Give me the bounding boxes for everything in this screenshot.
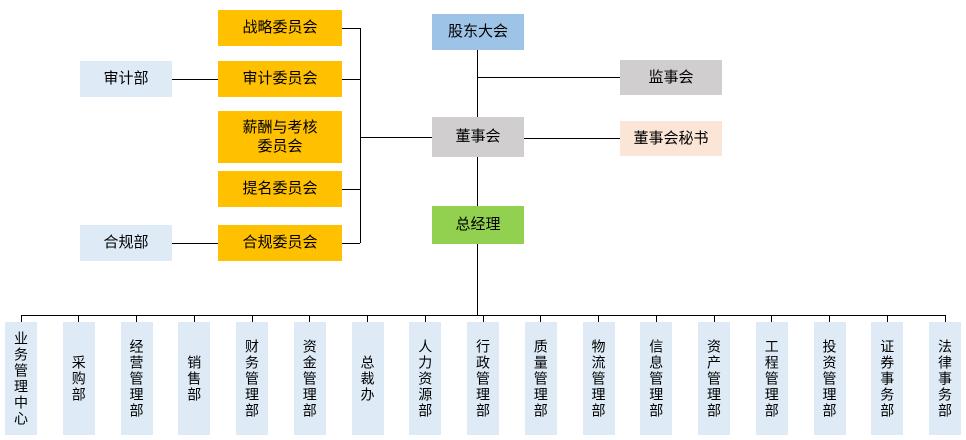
department-cell: 物流管理部 xyxy=(582,315,615,435)
box-compliance-committee: 合规委员会 xyxy=(218,225,342,261)
connector-tick xyxy=(886,315,888,322)
department-box: 质量管理部 xyxy=(524,322,557,435)
department-box: 业务管理中心 xyxy=(5,322,37,435)
connector-tick xyxy=(713,315,715,322)
compliance-dept-connector-line xyxy=(172,243,218,244)
connector-tick xyxy=(309,315,311,322)
connector-tick xyxy=(944,315,946,322)
box-supervisory-board: 监事会 xyxy=(620,60,722,95)
connector-tick xyxy=(655,315,657,322)
department-box: 行政管理部 xyxy=(467,322,499,435)
department-cell: 质量管理部 xyxy=(524,315,557,435)
department-cell: 人力资源部 xyxy=(409,315,442,435)
connector-tick xyxy=(424,315,426,322)
connector-tick xyxy=(829,315,830,322)
department-cell: 销售部 xyxy=(178,315,211,435)
strategy-connector-line xyxy=(342,28,360,29)
department-cell: 行政管理部 xyxy=(467,315,499,435)
department-cell: 信息管理部 xyxy=(640,315,673,435)
department-box: 物流管理部 xyxy=(582,322,615,435)
box-board-secretary: 董事会秘书 xyxy=(620,121,722,156)
connector-tick xyxy=(20,315,22,322)
department-box: 人力资源部 xyxy=(409,322,442,435)
department-box: 经营管理部 xyxy=(120,322,153,435)
department-box: 销售部 xyxy=(178,322,211,435)
department-box: 总裁办 xyxy=(351,322,384,435)
department-cell: 采购部 xyxy=(62,315,95,435)
department-box: 投资管理部 xyxy=(813,322,846,435)
connector-tick xyxy=(482,315,484,322)
department-cell: 财务管理部 xyxy=(236,315,268,435)
department-row: 业务管理中心 采购部 经营管理部 销售部 财务管理部 资金管理部 总裁办 人力资… xyxy=(0,315,966,435)
department-cell: 证券事务部 xyxy=(871,315,904,435)
box-strategy-committee: 战略委员会 xyxy=(218,10,342,46)
connector-tick xyxy=(367,315,368,322)
board-committee-connector-line xyxy=(360,137,432,138)
nomination-connector-line xyxy=(342,189,360,190)
department-box: 工程管理部 xyxy=(755,322,788,435)
department-cell: 投资管理部 xyxy=(813,315,846,435)
box-general-manager: 总经理 xyxy=(432,206,524,244)
connector-tick xyxy=(193,315,195,322)
department-cell: 业务管理中心 xyxy=(5,315,37,435)
supervisory-connector-line xyxy=(477,77,620,78)
connector-tick xyxy=(598,315,599,322)
connector-tick xyxy=(136,315,137,322)
department-box: 资产管理部 xyxy=(698,322,730,435)
box-nomination-committee: 提名委员会 xyxy=(218,171,342,207)
secretary-connector-line xyxy=(524,138,620,139)
department-cell: 工程管理部 xyxy=(755,315,788,435)
box-audit-department: 审计部 xyxy=(80,61,172,97)
department-box: 采购部 xyxy=(62,322,95,435)
department-cell: 经营管理部 xyxy=(120,315,153,435)
audit-dept-connector-line xyxy=(172,79,218,80)
department-box: 资金管理部 xyxy=(293,322,326,435)
department-cell: 总裁办 xyxy=(351,315,384,435)
department-box: 信息管理部 xyxy=(640,322,673,435)
box-shareholders-meeting: 股东大会 xyxy=(432,14,524,50)
box-compensation-committee: 薪酬与考核委员会 xyxy=(218,111,342,163)
department-box: 证券事务部 xyxy=(871,322,904,435)
box-board-of-directors: 董事会 xyxy=(432,117,524,157)
connector-tick xyxy=(540,315,542,322)
audit-committee-connector-line xyxy=(342,79,360,80)
department-cell: 法律事务部 xyxy=(929,315,961,435)
box-audit-committee: 审计委员会 xyxy=(218,61,342,97)
department-box: 财务管理部 xyxy=(236,322,268,435)
department-cell: 资金管理部 xyxy=(293,315,326,435)
committee-bus-line xyxy=(360,28,361,243)
connector-tick xyxy=(771,315,773,322)
trunk-line xyxy=(477,50,478,315)
compliance-committee-connector-line xyxy=(342,243,360,244)
connector-tick xyxy=(78,315,80,322)
department-cell: 资产管理部 xyxy=(698,315,730,435)
box-compliance-department: 合规部 xyxy=(80,225,172,261)
department-box: 法律事务部 xyxy=(929,322,961,435)
connector-tick xyxy=(251,315,253,322)
